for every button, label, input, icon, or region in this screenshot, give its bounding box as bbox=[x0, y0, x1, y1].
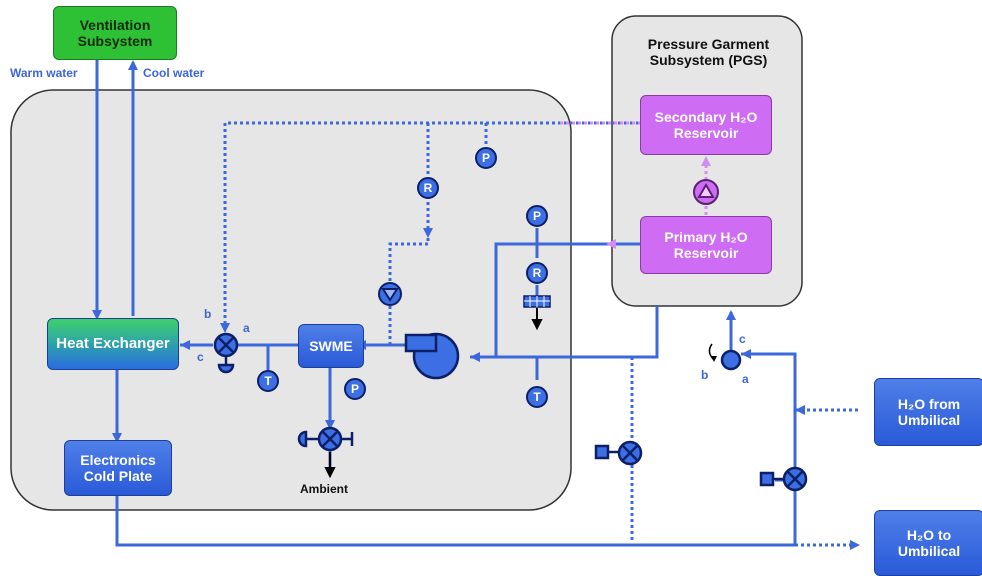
heat-exchanger-box: Heat Exchanger bbox=[47, 318, 179, 370]
h2o-from-umbilical-box: H₂O from Umbilical bbox=[874, 378, 982, 446]
secondary-reservoir-box: Secondary H₂O Reservoir bbox=[640, 95, 772, 155]
electronics-cold-plate-box: Electronics Cold Plate bbox=[64, 440, 172, 496]
temperature-sensor: T bbox=[257, 370, 279, 392]
pressure-sensor: P bbox=[475, 147, 497, 169]
regulator: R bbox=[417, 177, 439, 199]
warm-water-label: Warm water bbox=[10, 66, 78, 80]
valve2-port-a: a bbox=[742, 372, 749, 386]
valve2-port-b: b bbox=[701, 368, 709, 382]
pressure-sensor: P bbox=[526, 205, 548, 227]
cool-water-label: Cool water bbox=[143, 66, 205, 80]
ventilation-subsystem-box: Ventilation Subsystem bbox=[53, 6, 177, 60]
primary-reservoir-box: Primary H₂O Reservoir bbox=[640, 216, 772, 274]
swme-box: SWME bbox=[298, 324, 364, 368]
ambient-label: Ambient bbox=[300, 482, 348, 496]
temperature-sensor: T bbox=[526, 386, 548, 408]
valve-port-c: c bbox=[197, 350, 204, 364]
pressure-sensor: P bbox=[344, 378, 366, 400]
valve-port-b: b bbox=[204, 307, 212, 321]
h2o-to-umbilical-box: H₂O to Umbilical bbox=[874, 510, 982, 576]
regulator: R bbox=[526, 262, 548, 284]
valve2-port-c: c bbox=[739, 332, 746, 346]
pgs-title: Pressure Garment Subsystem (PGS) bbox=[647, 36, 770, 68]
valve-port-a: a bbox=[243, 321, 250, 335]
